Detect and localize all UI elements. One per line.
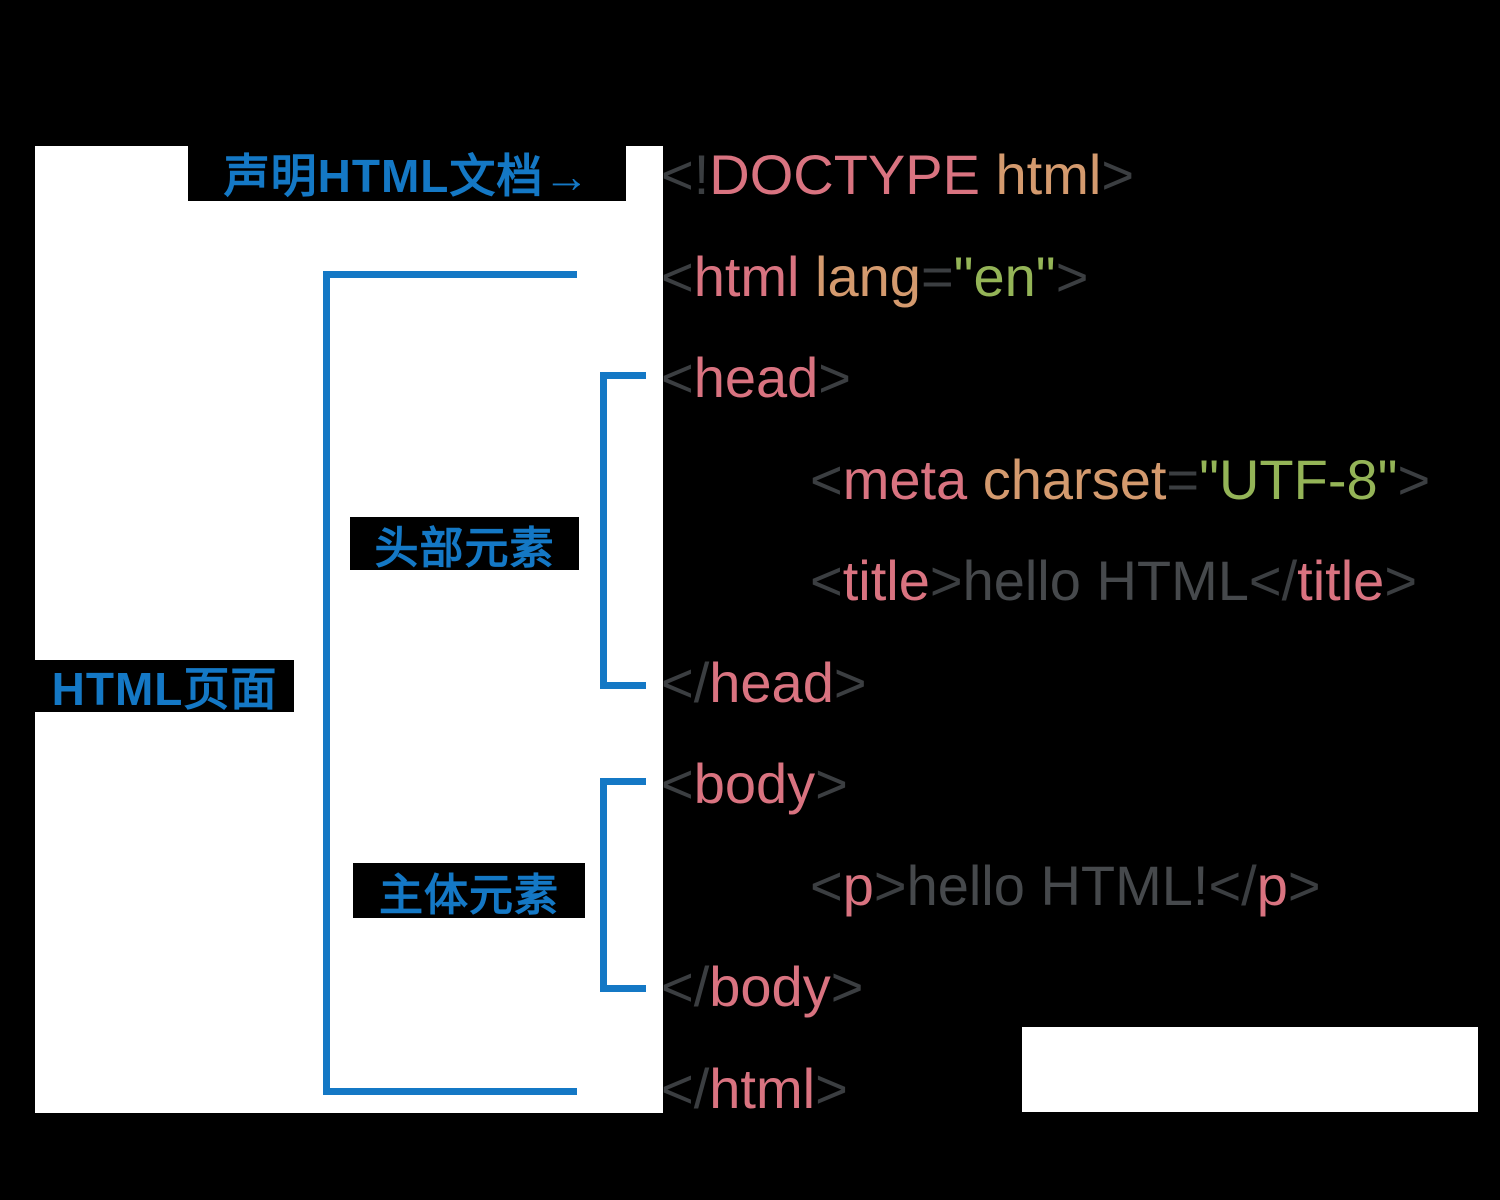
code-line-7: <body> [661, 748, 848, 820]
code-token: > [1101, 143, 1135, 206]
code-token: > [815, 752, 848, 815]
code-line-3: <head> [661, 342, 851, 414]
code-token: > [1384, 549, 1418, 612]
code-token: < [810, 448, 843, 511]
code-line-2: <html lang="en"> [661, 241, 1088, 313]
code-token: </ [1248, 549, 1298, 612]
code-token: html [979, 143, 1102, 206]
code-token: hello HTML [962, 549, 1249, 612]
code-token: > [1397, 448, 1431, 511]
code-token: "en" [953, 245, 1056, 308]
code-token: < [661, 245, 694, 308]
code-token: </ [661, 1057, 710, 1120]
code-token: body [693, 752, 816, 815]
code-token: > [873, 854, 907, 917]
code-token: head [693, 346, 819, 409]
code-token: </ [661, 651, 710, 714]
code-line-9: </body> [661, 951, 863, 1023]
code-token: > [815, 1057, 848, 1120]
code-token: </ [1208, 854, 1257, 917]
head-elements-label: 头部元素 [350, 517, 579, 573]
code-token: body [709, 955, 831, 1018]
code-line-4: <meta charset="UTF-8"> [810, 444, 1430, 516]
body-scope-bracket [600, 778, 646, 992]
code-token: p [842, 854, 874, 917]
code-token: > [830, 955, 864, 1018]
head-scope-bracket [600, 372, 646, 689]
bottom-right-white-box [1022, 1027, 1478, 1112]
code-line-1: <!DOCTYPE html> [661, 139, 1134, 211]
code-token: head [709, 651, 834, 714]
code-token: <! [661, 143, 710, 206]
code-token: = [1166, 448, 1200, 511]
code-token: p [1256, 854, 1288, 917]
code-line-5: <title>hello HTML</title> [810, 545, 1417, 617]
code-line-8: <p>hello HTML!</p> [810, 850, 1321, 922]
code-token: hello HTML! [906, 854, 1209, 917]
code-token: </ [661, 955, 710, 1018]
html-page-panel [35, 146, 663, 1113]
code-token: > [1287, 854, 1321, 917]
code-line-6: </head> [661, 647, 867, 719]
code-token: > [1055, 245, 1089, 308]
code-token: title [842, 549, 930, 612]
body-elements-label: 主体元素 [353, 863, 585, 920]
declare-doctype-label: 声明HTML文档→ [188, 145, 626, 202]
html-scope-bracket [323, 271, 577, 1095]
code-token: "UTF-8" [1199, 448, 1398, 511]
code-line-10: </html> [661, 1053, 848, 1125]
code-token: meta [842, 448, 968, 511]
code-token: < [661, 346, 694, 409]
code-token: html [693, 245, 800, 308]
code-token: > [833, 651, 867, 714]
code-token: title [1297, 549, 1385, 612]
code-token: < [810, 549, 843, 612]
code-token: > [818, 346, 851, 409]
code-token: DOCTYPE [709, 143, 980, 206]
code-token: < [661, 752, 694, 815]
code-token: charset [967, 448, 1167, 511]
html-page-label: HTML页面 [35, 660, 294, 715]
code-token: lang [799, 245, 921, 308]
code-token: < [810, 854, 843, 917]
code-token: = [920, 245, 954, 308]
code-token: html [709, 1057, 816, 1120]
code-token: > [929, 549, 963, 612]
